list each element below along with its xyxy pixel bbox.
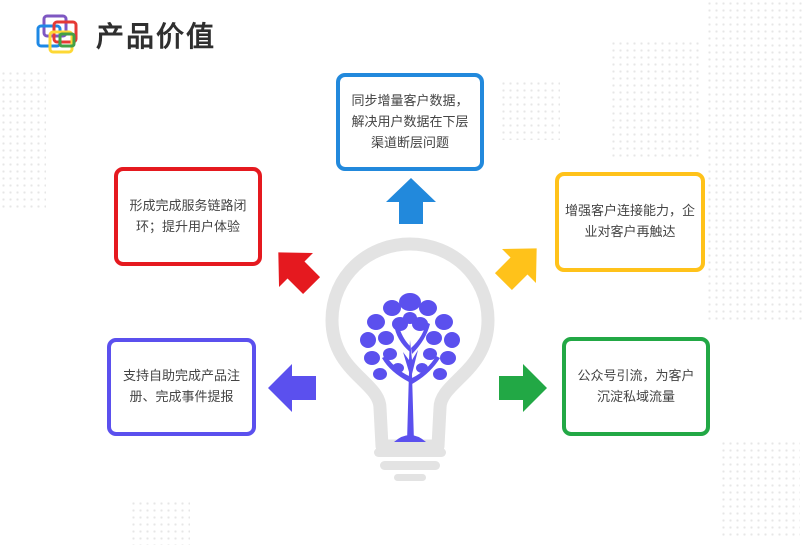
background-dot-texture: [706, 0, 804, 320]
value-box-top: 同步增量客户数据，解决用户数据在下层渠道断层问题: [336, 73, 484, 171]
arrow-left-icon: [268, 364, 316, 412]
value-box-left-top: 形成完成服务链路闭环；提升用户体验: [114, 167, 262, 266]
lightbulb-tree-icon: [325, 237, 495, 481]
value-box-left-bottom-text: 支持自助完成产品注册、完成事件提报: [122, 369, 240, 405]
background-dot-texture: [0, 70, 46, 210]
value-box-right-bottom-text: 公众号引流，为客户沉淀私域流量: [577, 368, 695, 405]
tree-icon: [360, 293, 460, 442]
arrow-up-icon: [386, 178, 436, 224]
value-box-left-top-text: 形成完成服务链路闭环；提升用户体验: [129, 198, 247, 235]
arrow-up-right-icon: [494, 248, 537, 291]
background-dot-texture: [130, 500, 190, 545]
value-box-top-text: 同步增量客户数据，解决用户数据在下层渠道断层问题: [351, 93, 469, 151]
page-title: 产品价值: [96, 20, 217, 53]
background-dot-texture: [720, 440, 800, 540]
arrow-up-left-icon: [278, 252, 321, 295]
bulb-base-ring: [380, 461, 440, 470]
overlapping-squares-icon: [36, 14, 88, 56]
bulb-base-ring: [374, 448, 446, 457]
background-dot-texture: [500, 80, 560, 140]
value-box-right-top-text: 增强客户连接能力，企业对客户再触达: [565, 204, 696, 240]
background-dot-texture: [610, 40, 700, 160]
value-box-right-top: 增强客户连接能力，企业对客户再触达: [555, 172, 705, 272]
bulb-base-tip: [394, 474, 426, 481]
page-header: 产品价值: [36, 14, 216, 56]
value-box-left-bottom: 支持自助完成产品注册、完成事件提报: [107, 338, 256, 436]
arrow-right-icon: [499, 364, 547, 412]
value-box-right-bottom: 公众号引流，为客户沉淀私域流量: [562, 337, 710, 436]
lightbulb-outline: [325, 237, 495, 453]
